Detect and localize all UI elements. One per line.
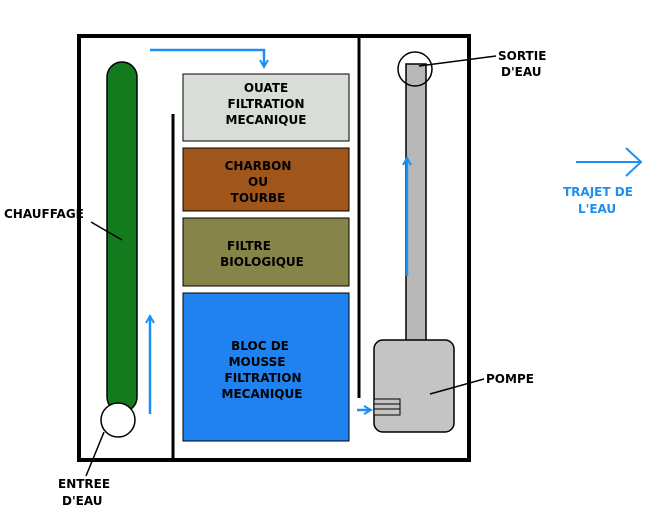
mousse-text-4: MECANIQUE — [222, 387, 303, 401]
mousse-compartment — [182, 292, 350, 442]
legend: TRAJET DE L'EAU — [563, 147, 643, 216]
biologique-compartment — [182, 217, 350, 287]
pump-intake-grille — [373, 398, 401, 416]
mousse-text-3: FILTRATION — [225, 371, 302, 385]
charbon-text-3: TOURBE — [231, 191, 286, 205]
ouate-compartment — [182, 73, 350, 142]
water-inlet-circle — [100, 402, 136, 438]
ouate-text-1: OUATE — [244, 81, 288, 95]
mousse-text-1: BLOC DE — [231, 339, 289, 353]
legend-label-1: TRAJET DE — [563, 185, 633, 199]
water-outlet-circle — [397, 51, 433, 87]
arrow-icon — [625, 147, 643, 177]
heater — [106, 61, 138, 413]
mousse-text-2: MOUSSE — [229, 355, 286, 369]
legend-label-2: L'EAU — [578, 202, 616, 216]
label-sortie-1: SORTIE — [498, 49, 546, 63]
flow-arrow-top — [150, 48, 264, 66]
biologique-text-1: FILTRE — [227, 239, 271, 253]
ouate-text-3: MECANIQUE — [226, 113, 307, 127]
leader-entree — [85, 431, 105, 477]
leader-pompe — [429, 378, 485, 395]
ouate-text-2: FILTRATION — [228, 97, 305, 111]
label-entree-1: ENTREE — [58, 477, 110, 491]
outlet-tube — [405, 63, 427, 343]
leader-chauffage — [90, 221, 123, 241]
filter-housing — [77, 34, 471, 462]
pump — [373, 339, 455, 433]
label-entree-2: D'EAU — [62, 494, 103, 508]
label-pompe: POMPE — [486, 372, 534, 386]
charbon-text-1: CHARBON — [225, 159, 292, 173]
label-chauffage: CHAUFFAGE — [4, 207, 84, 221]
charbon-text-2: OU — [248, 175, 268, 189]
leader-sortie — [418, 55, 497, 67]
biologique-text-2: BIOLOGIQUE — [220, 255, 304, 269]
label-sortie-2: D'EAU — [501, 65, 542, 79]
charbon-compartment — [182, 147, 350, 212]
